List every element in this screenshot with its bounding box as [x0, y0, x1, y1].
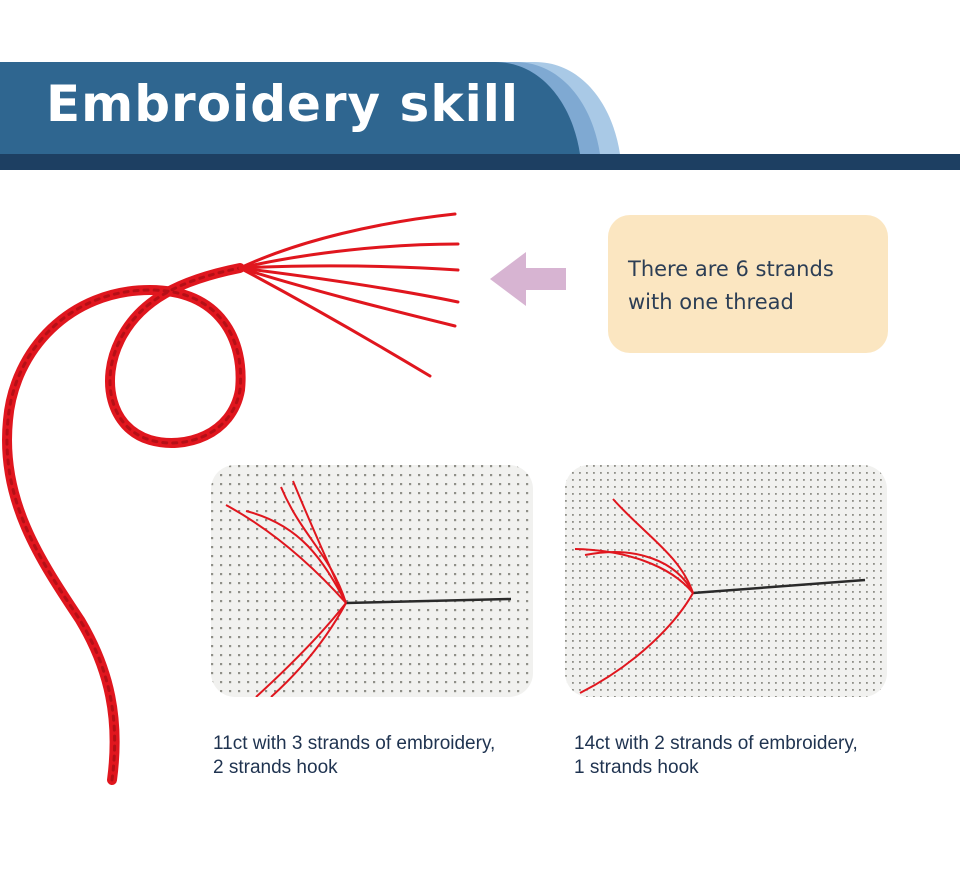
info-line: with one thread	[628, 290, 794, 314]
header-banner	[0, 62, 960, 170]
caption-14ct: 14ct with 2 strands of embroidery, 1 str…	[574, 732, 934, 780]
thread-illustration	[2, 212, 460, 785]
strand-info-box: There are 6 strands with one thread	[608, 215, 888, 353]
caption-line: 14ct with 2 strands of embroidery,	[574, 733, 858, 754]
caption-line: 11ct with 3 strands of embroidery,	[213, 733, 496, 754]
caption-line: 1 strands hook	[574, 757, 699, 778]
info-line: There are 6 strands	[628, 257, 834, 281]
page-title: Embroidery skill	[46, 75, 519, 133]
caption-11ct: 11ct with 3 strands of embroidery, 2 str…	[213, 732, 573, 780]
arrow-left-icon	[490, 252, 566, 306]
fabric-example-11ct	[211, 465, 533, 697]
caption-line: 2 strands hook	[213, 757, 338, 778]
fabric-example-14ct	[565, 465, 887, 697]
